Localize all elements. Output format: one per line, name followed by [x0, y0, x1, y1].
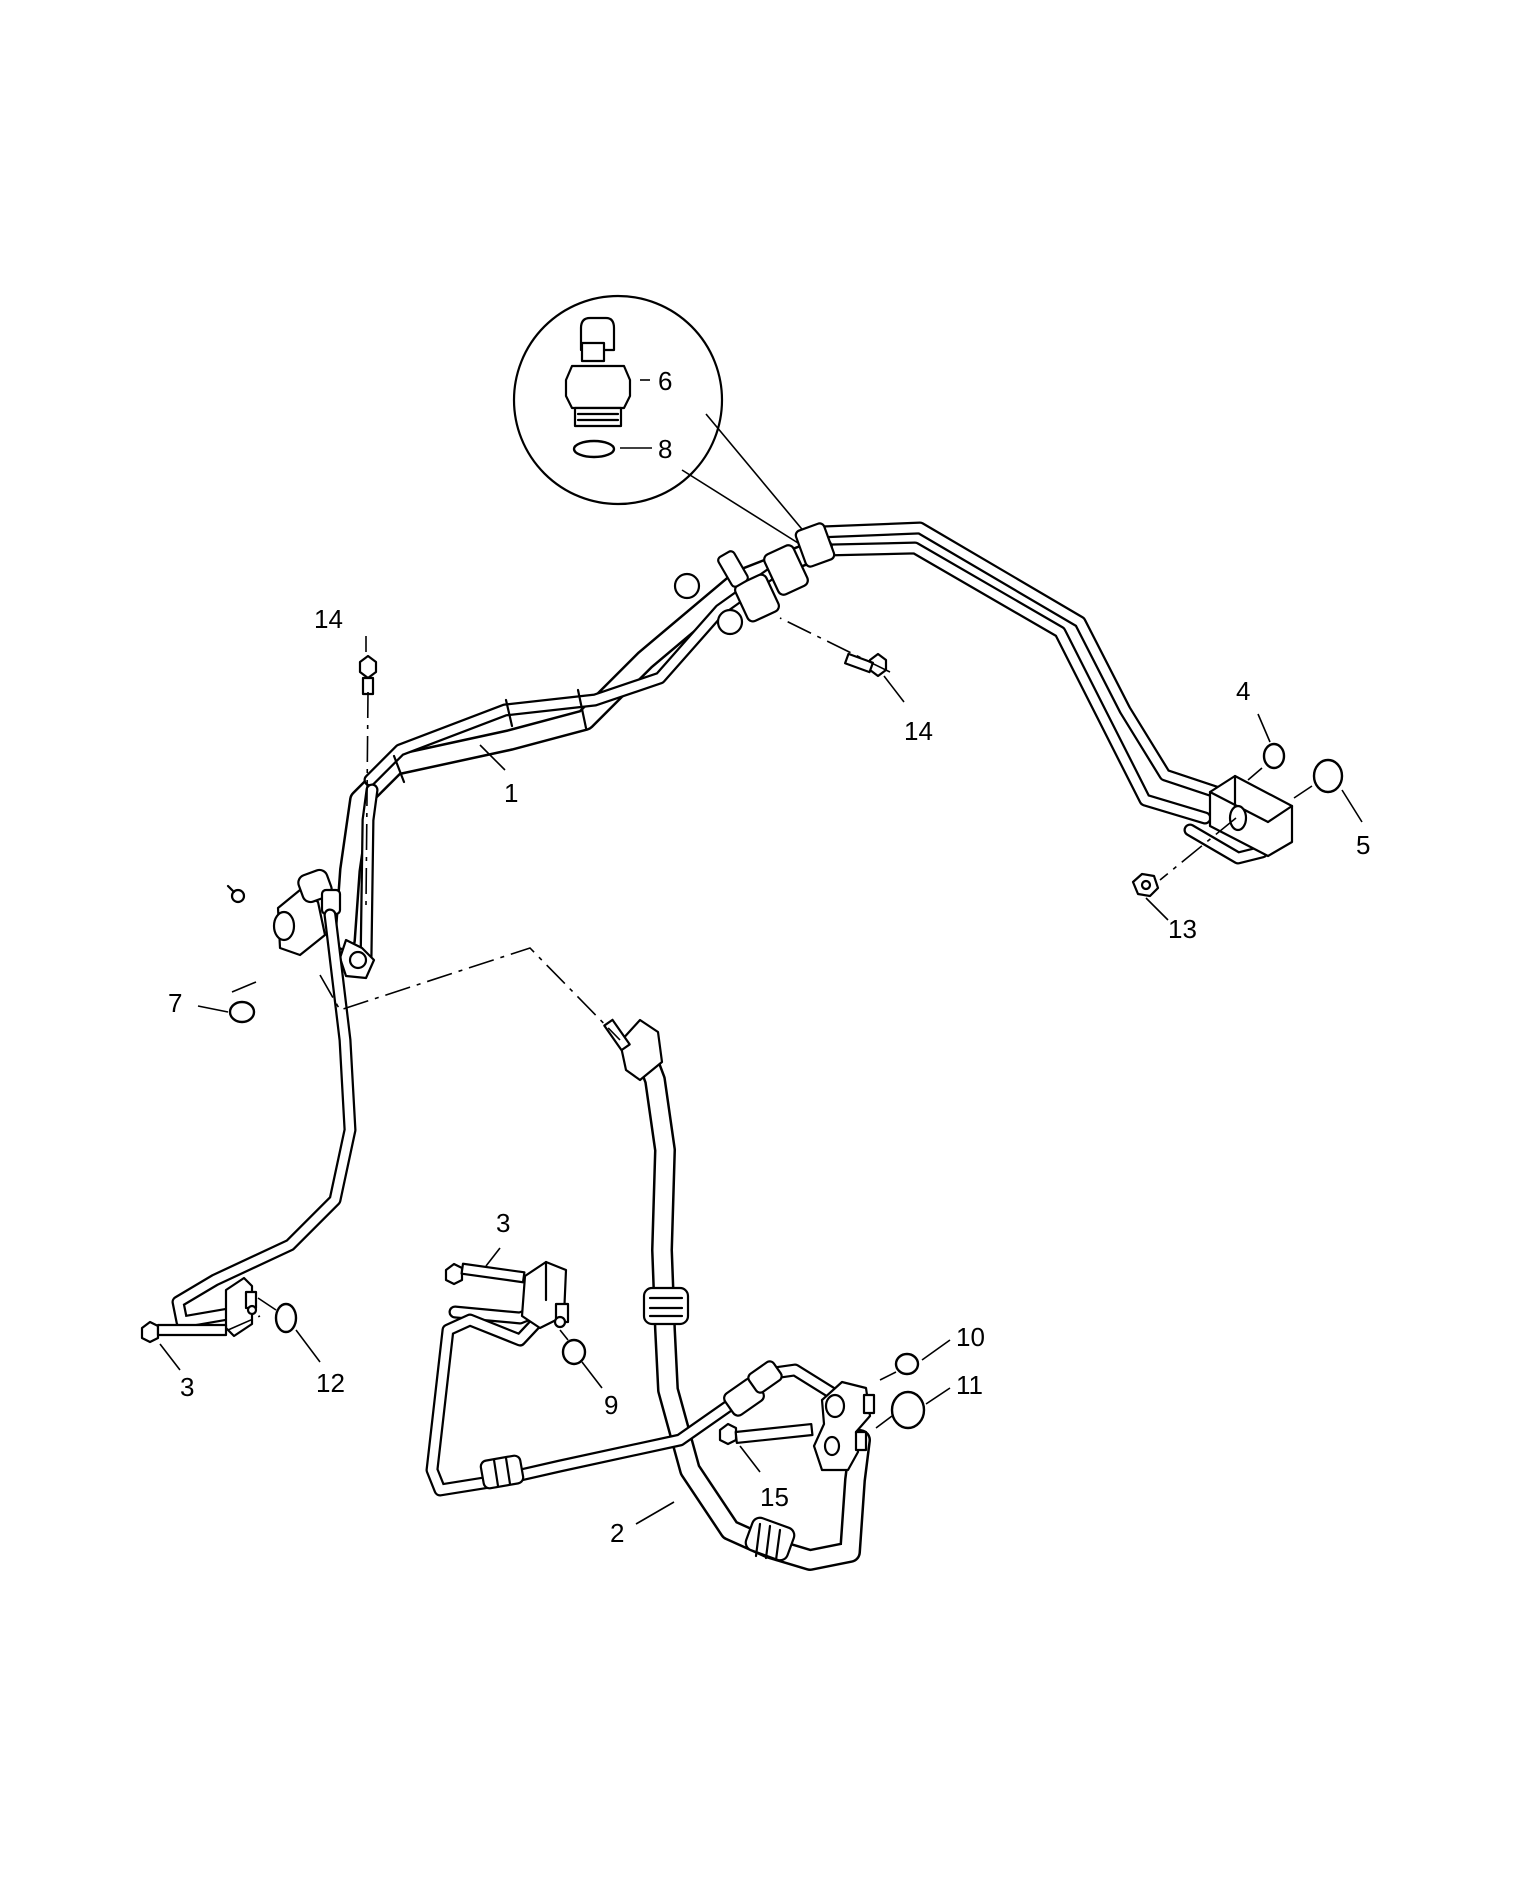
callout-3-middle: 3: [496, 1208, 510, 1238]
callout-12: 12: [316, 1368, 345, 1398]
callout-15: 15: [760, 1482, 789, 1512]
callout-7: 7: [168, 988, 182, 1018]
phantom-lines: [227, 617, 1237, 1331]
callout-10: 10: [956, 1322, 985, 1352]
line-assembly-2: [425, 1018, 876, 1571]
liquid-block-12: [224, 1276, 258, 1338]
bolt-14-left: [358, 654, 378, 696]
o-ring-11: [890, 1390, 926, 1430]
callout-14-left: 14: [314, 604, 343, 634]
nut-13: [1131, 872, 1160, 898]
o-ring-9: [561, 1338, 587, 1366]
callout-5: 5: [1356, 830, 1370, 860]
detail-bubble: [512, 294, 817, 549]
o-ring-12: [274, 1302, 298, 1334]
leader-lines: [159, 379, 1363, 1525]
callout-11: 11: [956, 1370, 983, 1400]
line-assembly-1: [171, 521, 1294, 1329]
o-ring-10: [894, 1352, 920, 1376]
bolt-3-middle: [444, 1262, 526, 1286]
callout-13: 13: [1168, 914, 1197, 944]
callout-3-left: 3: [180, 1372, 194, 1402]
pressure-switch-6: [564, 316, 632, 428]
callout-8: 8: [658, 434, 672, 464]
expansion-block: [1208, 774, 1294, 858]
left-end-fittings: [272, 868, 376, 980]
callout-2: 2: [610, 1518, 624, 1548]
bolt-15: [718, 1422, 814, 1446]
bolt-3-left: [140, 1320, 228, 1344]
bolt-14-right: [843, 652, 888, 678]
callout-6: 6: [658, 366, 672, 396]
junction-fittings: [673, 522, 836, 636]
callout-14-right: 14: [904, 716, 933, 746]
o-ring-8: [572, 439, 616, 459]
o-ring-7: [228, 1000, 256, 1024]
callout-labels: 1 2 3 3 4 5 6 7 8 9 10 11 12 13 14 14 15: [168, 366, 1370, 1548]
callout-1: 1: [504, 778, 518, 808]
o-ring-5: [1312, 758, 1344, 794]
compressor-manifold: [812, 1380, 876, 1472]
callout-4: 4: [1236, 676, 1250, 706]
o-ring-4: [1262, 742, 1286, 770]
callout-9: 9: [604, 1390, 618, 1420]
bolt-small-top-left: [226, 884, 246, 904]
